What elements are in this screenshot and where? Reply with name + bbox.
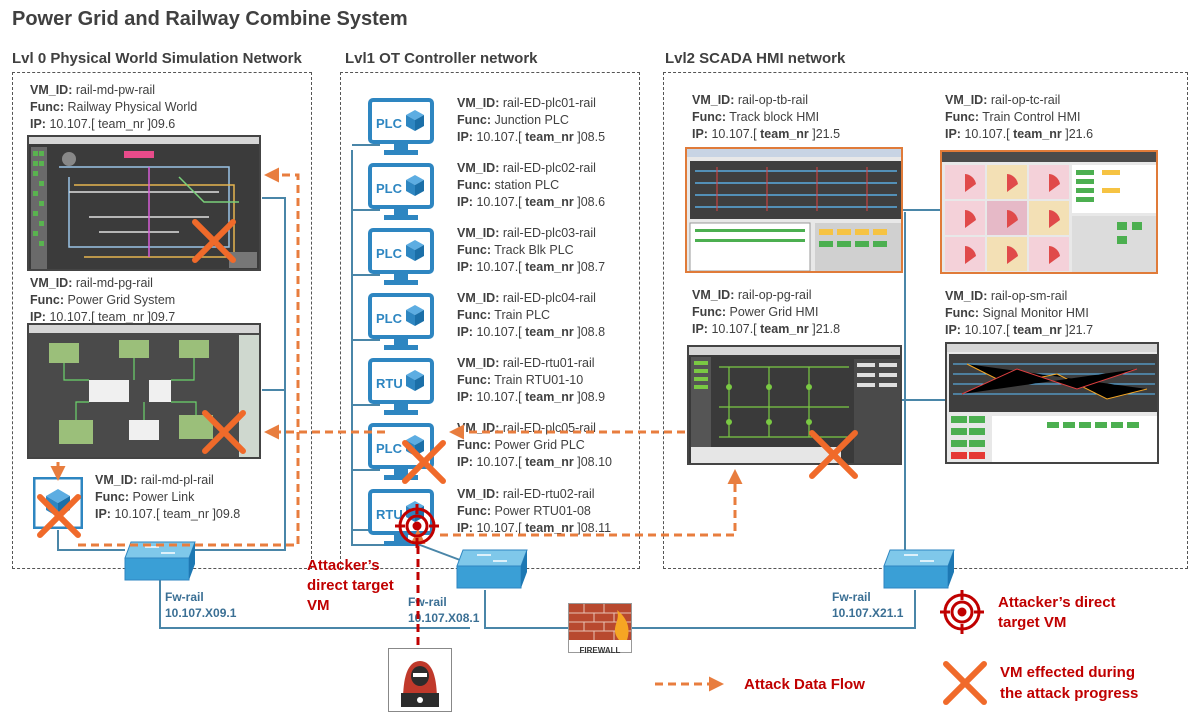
switch-lvl2-icon: [883, 549, 955, 589]
vm-info-pl: VM_ID: rail-md-pl-rail Func: Power Link …: [95, 473, 241, 521]
target-reticle-icon: [395, 504, 439, 548]
track-block-hmi-thumbnail: [687, 149, 901, 271]
hacker-icon: [401, 661, 439, 707]
zone-title-lvl2: Lvl2 SCADA HMI network: [665, 50, 846, 67]
firewall-box: FIREWALL: [568, 603, 632, 655]
affected-vm-crosses: [37, 219, 858, 538]
power-grid-hmi-thumbnail: [689, 347, 900, 463]
firewall-label: FIREWALL: [579, 646, 621, 655]
rtu-monitor-icon: RTU: [368, 358, 434, 415]
train-control-hmi-thumbnail: [942, 152, 1156, 272]
railway-physical-world-screen: [27, 135, 261, 271]
firewall-brick-icon: [569, 604, 631, 640]
attack-flow-lines: [50, 167, 743, 645]
power-grid-thumbnail: [29, 325, 259, 457]
device-kind-label: PLC: [376, 441, 403, 456]
plc-monitor-icon: PLC: [368, 163, 434, 220]
signal-monitor-hmi-thumbnail: [947, 344, 1157, 462]
vm-info-pw: VM_ID: rail-md-pw-rail Func: Railway Phy…: [30, 83, 198, 131]
page-title: Power Grid and Railway Combine System: [12, 8, 408, 30]
cross-power-link: [37, 494, 81, 538]
device-kind-label: PLC: [376, 311, 403, 326]
device-kind-label: PLC: [376, 116, 403, 131]
cross-plc05: [402, 440, 446, 484]
zone-title-lvl1: Lvl1 OT Controller network: [345, 50, 538, 67]
zone-title-lvl0: Lvl 0 Physical World Simulation Network: [12, 50, 302, 67]
cross-power-grid-hmi: [809, 430, 858, 479]
device-kind-label: PLC: [376, 181, 403, 196]
vm-info-sm: VM_ID: rail-op-sm-rail Func: Signal Moni…: [945, 289, 1094, 337]
attacker-target-annotation: Attacker’s direct target VM: [307, 557, 394, 614]
vm-info-op-pg: VM_ID: rail-op-pg-rail Func: Power Grid …: [692, 288, 841, 336]
cross-power-grid-system: [202, 410, 246, 454]
railway-map-thumbnail: [29, 137, 259, 269]
plc-monitor-icon: PLC: [368, 98, 434, 155]
track-block-hmi-screen: [685, 147, 903, 273]
target-to-hmi-arrow: [440, 469, 743, 537]
power-grid-hmi-screen: [687, 345, 902, 465]
legend-target-icon: [940, 590, 984, 634]
attacker-box: [388, 648, 452, 712]
powerlink-to-railway-arrow: [78, 167, 300, 547]
switch-lvl0-icon: [124, 541, 196, 581]
plc-monitor-icon: PLC: [368, 293, 434, 350]
device-kind-label: PLC: [376, 246, 403, 261]
train-control-hmi-screen: [940, 150, 1158, 274]
vm-info-tc: VM_ID: rail-op-tc-rail Func: Train Contr…: [945, 93, 1094, 141]
legend-flow-text: Attack Data Flow: [744, 676, 865, 693]
switch-lvl1-icon: [456, 549, 528, 589]
vm-info-pg: VM_ID: rail-md-pg-rail Func: Power Grid …: [30, 276, 176, 324]
legend-cross-icon: [943, 661, 987, 705]
device-kind-label: RTU: [376, 507, 403, 522]
cross-railway-world: [192, 219, 236, 263]
vm-info-tb: VM_ID: rail-op-tb-rail Func: Track block…: [692, 93, 841, 141]
plc-monitor-icon: PLC: [368, 228, 434, 285]
signal-monitor-hmi-screen: [945, 342, 1159, 464]
device-kind-label: RTU: [376, 376, 403, 391]
